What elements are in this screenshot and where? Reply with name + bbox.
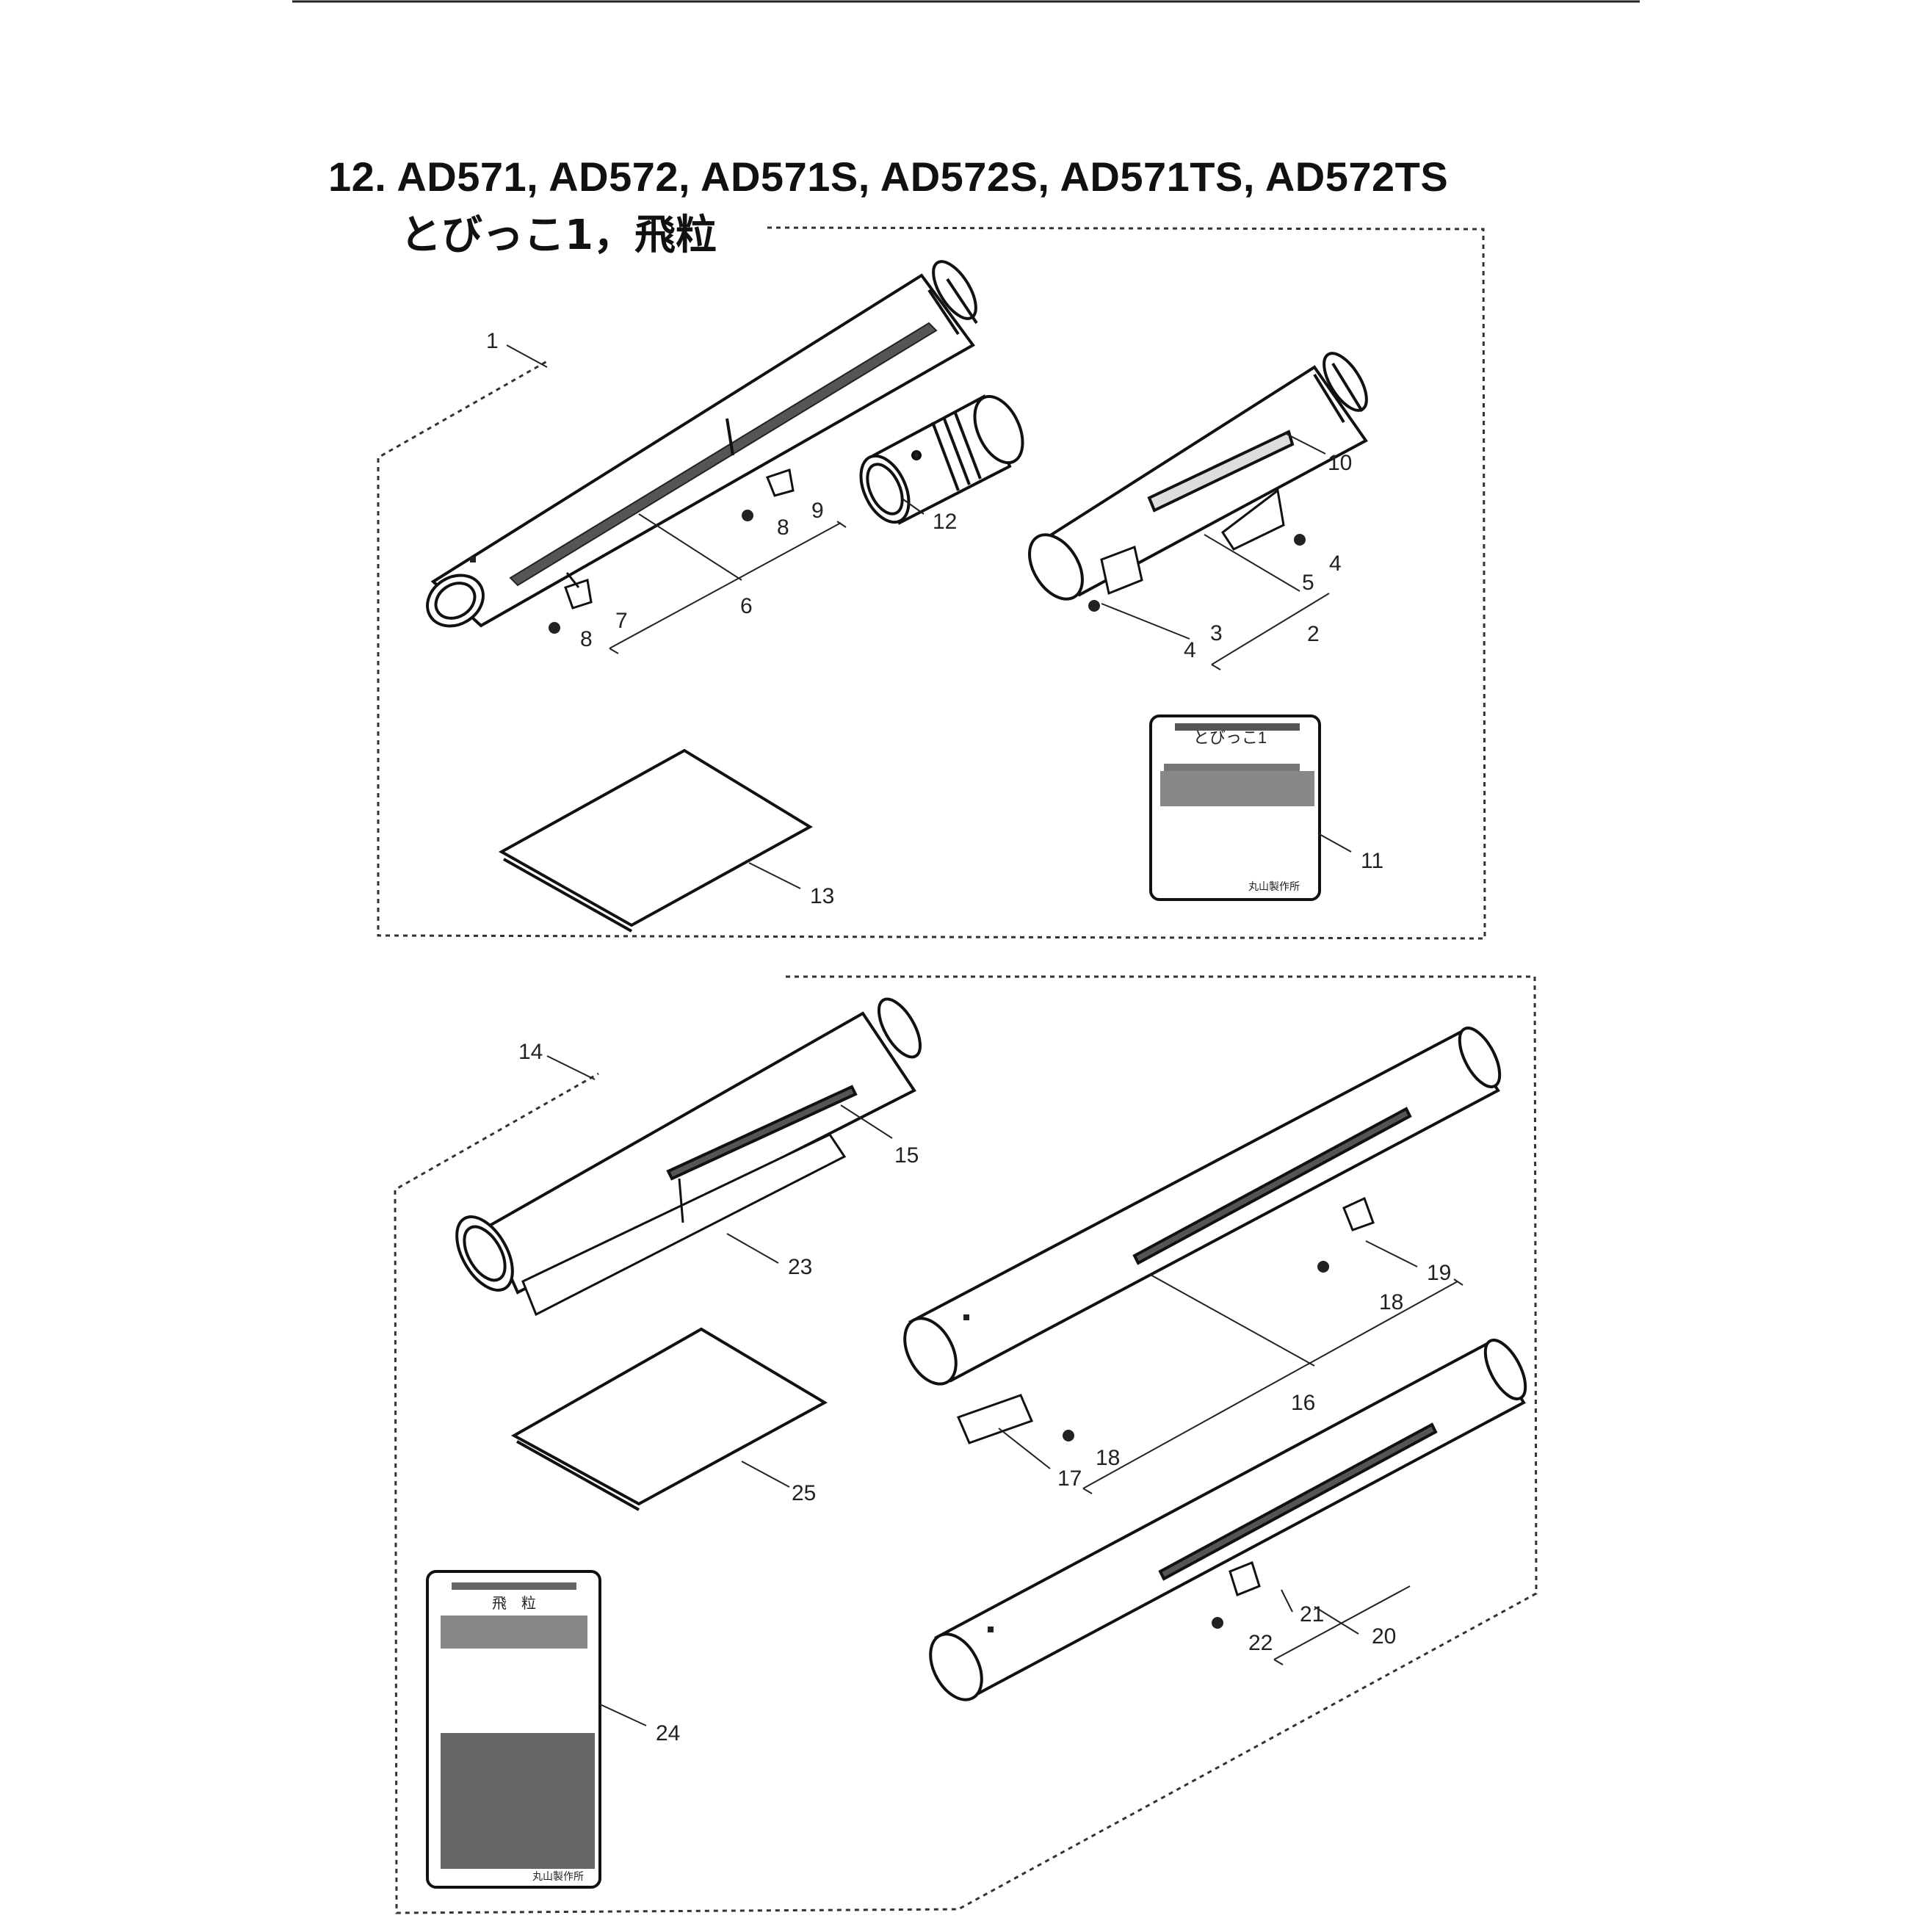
part-7-clip [564,572,593,609]
callout-3: 3 [1210,621,1223,645]
part-23-strip [521,1133,847,1317]
part-18-screw-a [1063,1430,1074,1441]
callout-9: 9 [811,499,824,523]
part-24-label: 飛 粒 丸山製作所 [426,1570,601,1889]
callout-numbers: 1 2 3 4 4 5 6 7 8 8 9 10 11 12 13 14 15 … [486,329,1451,1745]
part-1-tube [426,260,978,628]
callout-17: 17 [1057,1466,1082,1491]
callout-19: 19 [1427,1261,1451,1285]
callout-7: 7 [615,609,628,633]
part-4-screw-b [1088,600,1100,612]
part-9-clip [766,468,795,497]
callout-1: 1 [486,329,499,353]
callout-22: 22 [1248,1631,1273,1655]
callout-2: 2 [1307,622,1320,646]
callout-4-b: 4 [1184,638,1196,662]
part-4-screw-a [1294,534,1306,546]
label-24-footer: 丸山製作所 [532,1870,584,1882]
callout-5: 5 [1302,571,1314,595]
page-subtitle: とびっこ1，飛粒 [400,211,717,259]
callout-21: 21 [1300,1602,1324,1627]
callout-8-b: 8 [777,515,789,540]
callout-18-b: 18 [1379,1290,1403,1314]
part-25-sheet [510,1327,828,1511]
callout-14: 14 [518,1040,543,1064]
label-24-text: 飛 粒 [492,1595,536,1612]
callout-15: 15 [894,1143,919,1168]
callout-24: 24 [656,1721,680,1745]
callout-10: 10 [1328,451,1352,475]
callout-18-a: 18 [1096,1446,1120,1470]
callout-11: 11 [1361,849,1383,873]
part-10-tube [1028,352,1368,601]
upper-leader-lines [506,344,1352,889]
callout-23: 23 [788,1255,812,1279]
part-3-bracket [1100,545,1143,596]
part-5-bracket [1220,488,1285,551]
callout-16: 16 [1291,1391,1315,1415]
upper-group-border [377,226,1486,940]
part-16-tube [903,1027,1502,1386]
lower-group-border [394,975,1538,1914]
callout-13: 13 [810,884,834,908]
callout-6: 6 [740,594,753,618]
part-12-cylinder [859,394,1024,525]
part-20-tube [929,1339,1527,1701]
callout-8-a: 8 [580,627,593,651]
part-18-screw-b [1317,1261,1329,1273]
part-8-screw-b [742,510,753,521]
part-13-sheet [498,748,813,933]
callout-12: 12 [933,510,957,534]
part-17-bracket [956,1394,1034,1444]
part-19-clip [1342,1196,1375,1231]
lower-leader-lines [546,1055,1464,1726]
part-8-screw-a [549,622,560,634]
part-22-screw [1212,1617,1223,1629]
callout-20: 20 [1372,1624,1396,1649]
part-11-label: とびっこ1 丸山製作所 [1149,714,1321,901]
label-11-text: とびっこ1 [1193,728,1267,747]
callout-4-a: 4 [1329,551,1342,576]
callout-25: 25 [792,1481,816,1505]
part-21-clip [1229,1561,1261,1596]
label-11-footer: 丸山製作所 [1248,880,1300,892]
page-title: 12. AD571, AD572, AD571S, AD572S, AD571T… [328,153,1449,200]
part-14-tube [455,997,922,1295]
